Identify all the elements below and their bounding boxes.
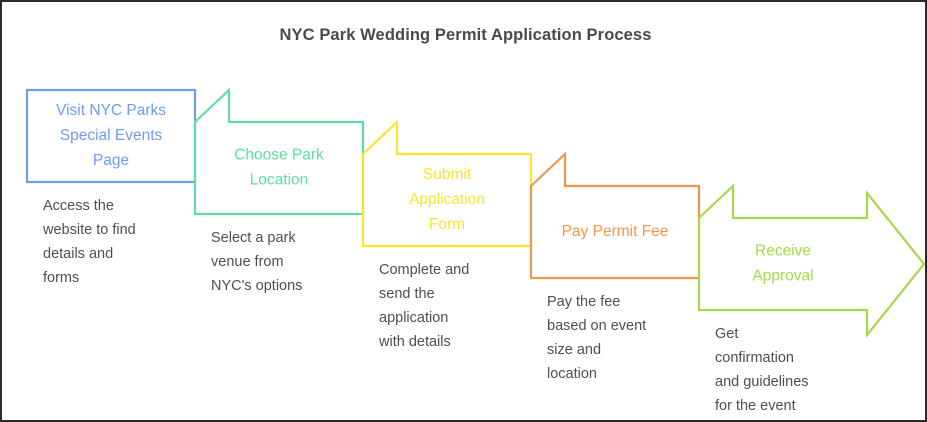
process-step-shape-5[interactable]: [697, 183, 925, 339]
process-step-shape-4[interactable]: [529, 151, 701, 280]
process-step-shape-2[interactable]: [193, 87, 365, 216]
page-title: NYC Park Wedding Permit Application Proc…: [279, 26, 652, 44]
process-step-label-4: Pay Permit Fee: [562, 223, 669, 240]
shapes-layer: [25, 87, 925, 339]
process-step-shape-3[interactable]: [361, 119, 533, 248]
